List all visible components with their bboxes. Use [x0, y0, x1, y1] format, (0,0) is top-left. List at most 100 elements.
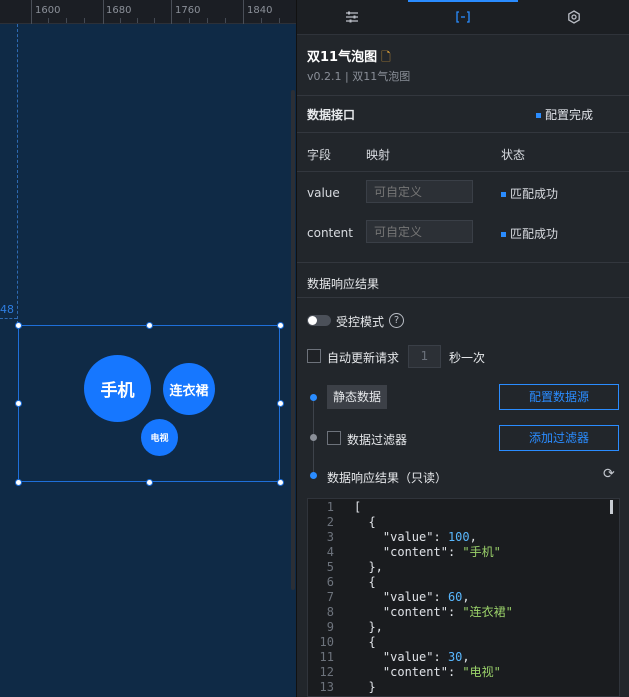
match-status-content: 匹配成功 — [501, 225, 558, 242]
code-line: "content": "连衣裙" — [382, 605, 513, 619]
auto-update-label: 自动更新请求 — [327, 351, 400, 365]
bubble-mark[interactable]: 连衣裙 — [163, 363, 215, 415]
header-field: 字段 — [307, 148, 332, 162]
config-status-text: 配置完成 — [544, 108, 593, 122]
guide-value-label: 48 — [0, 303, 14, 316]
resize-handle[interactable] — [277, 479, 284, 486]
line-number: 4 — [326, 545, 334, 559]
tab-interaction-config[interactable] — [518, 0, 629, 34]
resize-handle[interactable] — [15, 479, 22, 486]
code-line: "value": 100, — [382, 530, 477, 544]
code-line: "value": 30, — [382, 650, 470, 664]
filter-label: 数据过滤器 — [347, 433, 408, 447]
resize-handle[interactable] — [15, 322, 22, 329]
add-filter-button[interactable]: 添加过滤器 — [499, 425, 619, 451]
match-status-text: 匹配成功 — [510, 187, 559, 201]
line-number: 3 — [326, 530, 334, 544]
resize-handle[interactable] — [146, 322, 153, 329]
code-line: "content": "电视" — [382, 665, 501, 679]
divider — [297, 95, 629, 96]
component-version: v0.2.1 | 双11气泡图 — [307, 70, 411, 83]
ruler-label: 1600 — [35, 5, 61, 16]
header-status: 状态 — [501, 148, 526, 162]
vertical-guide-line — [17, 24, 18, 324]
ruler-label: 1680 — [106, 5, 132, 16]
controlled-mode-toggle[interactable] — [307, 315, 331, 326]
tab-style-config[interactable] — [297, 0, 408, 34]
readonly-result-label: 数据响应结果（只读） — [327, 471, 448, 485]
controlled-mode-label: 受控模式 — [336, 315, 385, 329]
code-line: }, — [354, 560, 383, 574]
tab-data-config[interactable] — [407, 0, 519, 34]
line-number: 7 — [326, 590, 334, 604]
match-status-value: 匹配成功 — [501, 185, 558, 202]
resize-handle[interactable] — [277, 322, 284, 329]
timeline-dot — [310, 394, 317, 401]
code-line: "value": 60, — [382, 590, 470, 604]
divider — [297, 132, 629, 133]
mapping-input-content[interactable] — [366, 220, 473, 243]
filter-checkbox[interactable] — [327, 431, 341, 445]
code-scrollbar[interactable] — [610, 500, 613, 514]
field-name-value: value — [307, 186, 340, 200]
divider — [297, 262, 629, 263]
code-line: }, — [354, 620, 383, 634]
code-line: { — [354, 515, 376, 529]
response-title: 数据响应结果 — [307, 277, 380, 291]
mapping-input-value[interactable] — [366, 180, 473, 203]
line-number: 10 — [319, 635, 334, 649]
line-number: 9 — [326, 620, 334, 634]
static-data-tag[interactable]: 静态数据 — [327, 385, 387, 409]
line-number: 2 — [326, 515, 334, 529]
resize-handle[interactable] — [277, 400, 284, 407]
divider — [297, 297, 629, 298]
status-dot — [501, 232, 506, 237]
line-number: 6 — [326, 575, 334, 589]
sliders-icon — [346, 11, 359, 23]
config-status: 配置完成 — [535, 106, 593, 123]
line-number: 12 — [319, 665, 334, 679]
timeline-dot — [310, 434, 317, 441]
component-title: 双11气泡图🗋 — [307, 46, 391, 69]
update-interval-input[interactable]: 1 — [408, 345, 441, 368]
line-number: 13 — [319, 680, 334, 694]
code-line: [ — [354, 500, 362, 514]
configure-datasource-button[interactable]: 配置数据源 — [499, 384, 619, 410]
header-mapping: 映射 — [366, 148, 391, 162]
data-bracket-icon — [456, 11, 470, 23]
bubble-mark[interactable]: 电视 — [141, 419, 178, 456]
data-interface-title: 数据接口 — [307, 108, 356, 122]
field-name-content: content — [307, 226, 353, 240]
code-line: { — [354, 635, 376, 649]
code-line: "content": "手机" — [382, 545, 501, 559]
resize-handle[interactable] — [146, 479, 153, 486]
canvas-scrollbar[interactable] — [291, 90, 295, 590]
bubble-chart-component[interactable]: 手机 连衣裙 电视 — [15, 322, 284, 486]
line-number: 8 — [326, 605, 334, 619]
config-panel: 双11气泡图🗋 v0.2.1 | 双11气泡图 数据接口 配置完成 字段 映射 … — [296, 0, 629, 697]
code-editor[interactable]: 1 2 3 4 5 6 7 8 9 10 11 12 13 [ { "value… — [307, 498, 620, 697]
line-number: 11 — [319, 650, 334, 664]
code-line: } — [354, 680, 376, 694]
horizontal-guide-line — [0, 318, 17, 319]
horizontal-ruler: 1600 1680 1760 1840 — [0, 0, 296, 24]
update-interval-unit: 秒一次 — [449, 351, 486, 365]
interaction-icon — [567, 10, 580, 24]
panel-tabs — [297, 0, 629, 35]
status-dot — [535, 113, 541, 118]
resize-handle[interactable] — [15, 400, 22, 407]
editor-canvas[interactable]: 1600 1680 1760 1840 48 手机 连衣裙 电视 — [0, 0, 296, 697]
line-number: 5 — [326, 560, 334, 574]
status-dot — [501, 192, 506, 197]
code-line: { — [354, 575, 376, 589]
match-status-text: 匹配成功 — [510, 227, 559, 241]
timeline-dot — [310, 472, 317, 479]
auto-update-checkbox[interactable] — [307, 349, 321, 363]
refresh-icon[interactable]: ⟳ — [603, 466, 615, 482]
help-icon[interactable]: ? — [389, 313, 404, 328]
bubble-mark[interactable]: 手机 — [84, 355, 151, 422]
document-icon[interactable]: 🗋 — [381, 50, 391, 64]
component-title-text: 双11气泡图 — [307, 50, 378, 65]
line-number: 1 — [326, 500, 334, 514]
line-number-gutter: 1 2 3 4 5 6 7 8 9 10 11 12 13 — [308, 499, 344, 696]
